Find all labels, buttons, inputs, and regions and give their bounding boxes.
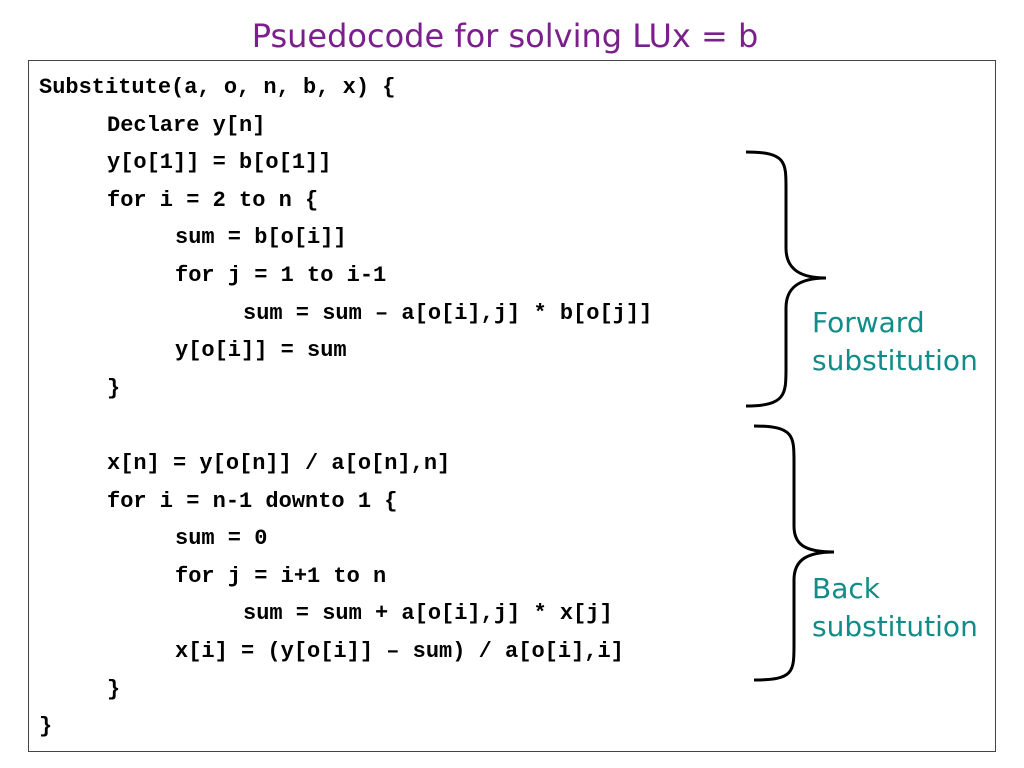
forward-label-line1: Forward (812, 306, 925, 339)
code-line: sum = sum + a[o[i],j] * x[j] (243, 601, 613, 627)
code-line: } (107, 676, 121, 702)
code-line: sum = sum – a[o[i],j] * b[o[j]] (243, 300, 653, 326)
back-label-line1: Back (812, 572, 880, 605)
code-box: Substitute(a, o, n, b, x) { Declare y[n] y… (28, 60, 996, 752)
code-line: Substitute(a, o, n, b, x) { (39, 75, 396, 100)
slide-title: Psuedocode for solving LUx = b (251, 17, 759, 55)
forward-substitution-label: Forward substitution (812, 304, 978, 380)
code-line: sum = b[o[i]] (175, 225, 347, 251)
code-line: for i = n-1 downto 1 { (107, 488, 398, 514)
back-brace-icon (753, 424, 835, 682)
code-line: for j = 1 to i-1 (175, 262, 387, 288)
back-label-line2: substitution (812, 610, 978, 643)
code-line: for i = 2 to n { (107, 187, 319, 213)
forward-brace-icon (745, 150, 827, 408)
code-line: x[i] = (y[o[i]] – sum) / a[o[i],i] (175, 638, 624, 664)
code-line: y[o[1]] = b[o[1]] (107, 150, 332, 176)
code-line: sum = 0 (175, 526, 268, 552)
code-line (39, 407, 652, 445)
code-line: for j = i+1 to n (175, 563, 387, 589)
code-line: y[o[i]] = sum (175, 338, 347, 364)
pseudocode-block: Substitute(a, o, n, b, x) { Declare y[n] y… (39, 69, 652, 746)
code-line: } (39, 714, 53, 740)
back-substitution-label: Back substitution (812, 570, 978, 646)
code-line: Declare y[n] (107, 112, 266, 138)
code-line: } (107, 375, 121, 401)
forward-label-line2: substitution (812, 344, 978, 377)
code-line: x[n] = y[o[n]] / a[o[n],n] (107, 450, 451, 476)
